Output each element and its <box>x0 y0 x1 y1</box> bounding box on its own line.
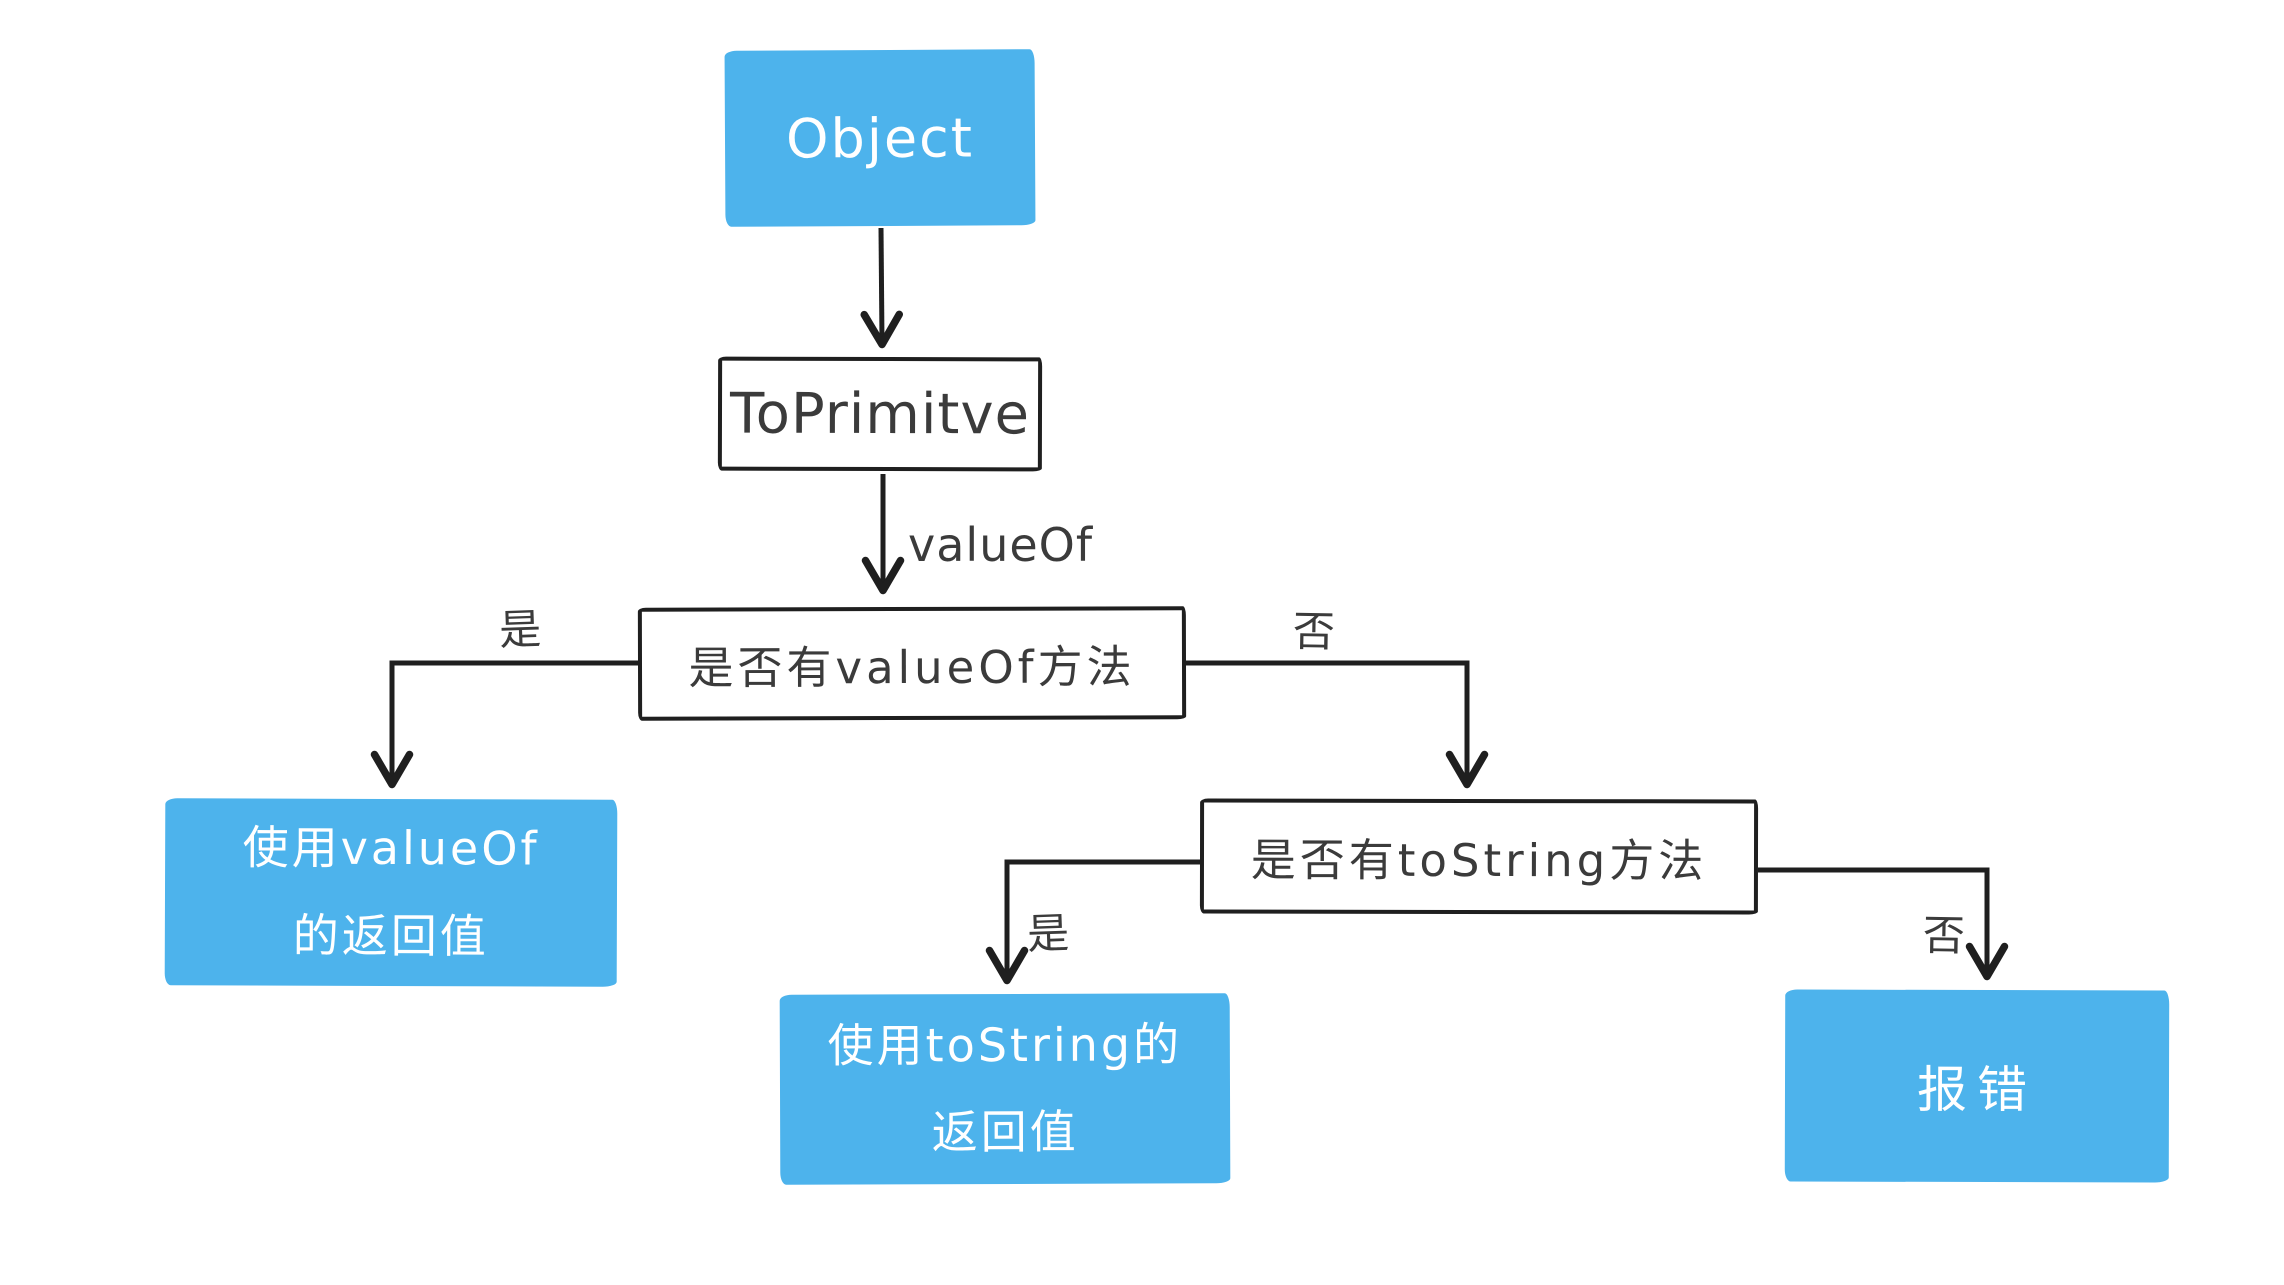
node-use-valueof-line2: 的返回值 <box>292 908 489 963</box>
edge-label-tostring-no: 否 <box>1922 910 1966 961</box>
node-object: Object <box>724 49 1036 227</box>
edge-hasvalueof-yes <box>370 660 638 789</box>
node-use-tostring-line2: 返回值 <box>931 1104 1079 1160</box>
node-use-tostring-line1: 使用toString的 <box>827 1016 1183 1073</box>
edge-object-toprimitive <box>860 227 904 349</box>
edge-hasvalueof-no <box>1186 660 1489 789</box>
node-use-valueof-result: 使用valueOf 的返回值 <box>164 798 618 987</box>
edge-label-valueof-no: 否 <box>1292 606 1336 657</box>
node-object-label: Object <box>785 106 975 170</box>
node-toprimitive-label: ToPrimitve <box>729 381 1031 447</box>
node-has-tostring-decision: 是否有toString方法 <box>1199 798 1759 915</box>
node-toprimitive: ToPrimitve <box>717 356 1043 472</box>
edge-label-valueof-yes: 是 <box>498 604 542 655</box>
edge-label-valueof: valueOf <box>908 518 1094 572</box>
node-use-tostring-result: 使用toString的 返回值 <box>779 993 1231 1185</box>
node-use-valueof-line1: 使用valueOf <box>242 820 540 876</box>
node-error: 报错 <box>1784 989 2170 1183</box>
edge-label-tostring-yes: 是 <box>1026 908 1070 959</box>
node-error-label: 报错 <box>1916 1060 2038 1120</box>
node-has-valueof-label: 是否有valueOf方法 <box>688 640 1136 695</box>
node-has-valueof-decision: 是否有valueOf方法 <box>637 606 1187 721</box>
node-has-tostring-label: 是否有toString方法 <box>1250 833 1708 888</box>
